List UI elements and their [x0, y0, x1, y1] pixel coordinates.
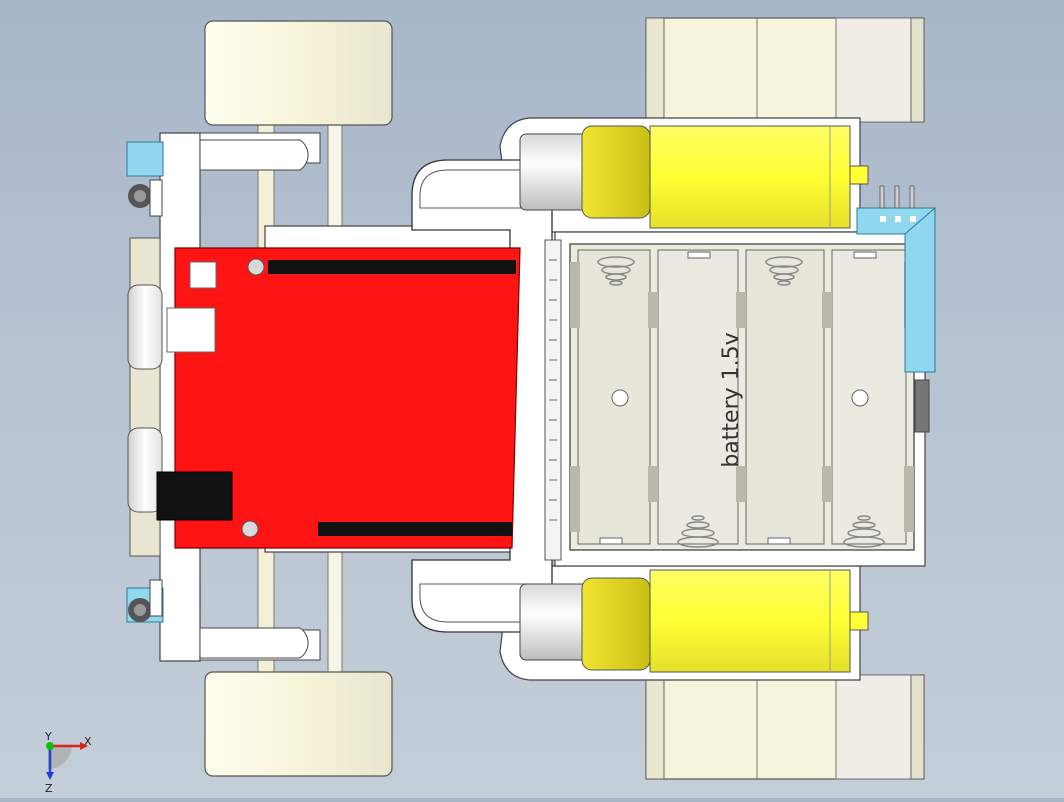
battery-label: battery 1.5v [719, 332, 744, 467]
right-gear-motor [519, 569, 869, 673]
battery-holder: battery 1.5v [569, 243, 915, 551]
left-gear-motor [519, 125, 869, 229]
front-left-wheel [645, 17, 925, 123]
axis-x-label: X [84, 735, 92, 748]
axis-z-label: Z [45, 782, 53, 795]
axis-y-label: Y [44, 730, 52, 743]
ultrasonic-sensor [127, 237, 163, 557]
rear-right-wheel [204, 671, 393, 777]
axis-triad: X Y Z [44, 730, 92, 795]
battery-springs [597, 256, 885, 548]
front-sensor-module [856, 185, 936, 433]
ir-sensor-top [126, 141, 164, 217]
rear-left-wheel [204, 20, 393, 126]
front-right-wheel [645, 674, 925, 780]
ir-sensor-bottom [126, 579, 164, 623]
controller-board [156, 247, 521, 549]
